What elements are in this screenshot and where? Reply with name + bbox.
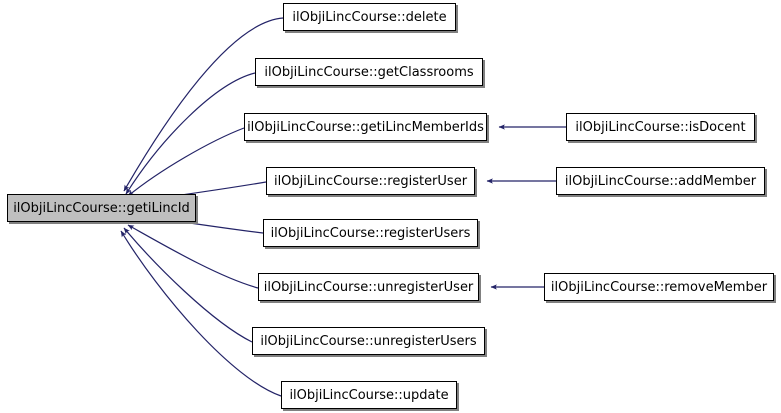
graph-node-addMember[interactable]: ilObjiLincCourse::addMember <box>556 167 765 195</box>
graph-node-registerUser[interactable]: ilObjiLincCourse::registerUser <box>266 167 475 195</box>
edge-getiLincMemberIds-to-root <box>127 127 245 197</box>
edge-update-to-root <box>120 230 282 397</box>
graph-node-label: ilObjiLincCourse::delete <box>292 9 447 25</box>
graph-node-label: ilObjiLincCourse::update <box>289 387 449 403</box>
graph-node-unregisterUsers[interactable]: ilObjiLincCourse::unregisterUsers <box>252 327 485 355</box>
graph-node-removeMember[interactable]: ilObjiLincCourse::removeMember <box>544 273 774 301</box>
graph-node-getiLincMemberIds[interactable]: ilObjiLincCourse::getiLincMemberIds <box>244 113 487 141</box>
graph-node-delete[interactable]: ilObjiLincCourse::delete <box>283 3 456 31</box>
graph-node-getClassrooms[interactable]: ilObjiLincCourse::getClassrooms <box>255 58 483 86</box>
graph-node-label: ilObjiLincCourse::isDocent <box>575 119 746 135</box>
graph-node-label: ilObjiLincCourse::getiLincMemberIds <box>247 119 484 135</box>
graph-node-root[interactable]: ilObjiLincCourse::getiLincId <box>7 194 196 222</box>
graph-node-label: ilObjiLincCourse::addMember <box>564 173 757 189</box>
edge-unregisterUsers-to-root <box>123 227 253 343</box>
graph-node-update[interactable]: ilObjiLincCourse::update <box>281 381 457 409</box>
graph-node-label: ilObjiLincCourse::removeMember <box>550 279 768 295</box>
edge-unregisterUser-to-root <box>127 224 259 289</box>
graph-node-label: ilObjiLincCourse::getiLincId <box>13 200 190 216</box>
edge-getClassrooms-to-root <box>125 72 256 195</box>
graph-node-isDocent[interactable]: ilObjiLincCourse::isDocent <box>566 113 755 141</box>
graph-node-label: ilObjiLincCourse::unregisterUser <box>263 279 474 295</box>
graph-node-label: ilObjiLincCourse::getClassrooms <box>264 64 474 80</box>
edge-delete-to-root <box>123 17 284 192</box>
graph-node-label: ilObjiLincCourse::registerUser <box>273 173 468 189</box>
graph-node-label: ilObjiLincCourse::unregisterUsers <box>260 333 477 349</box>
graph-node-label: ilObjiLincCourse::registerUsers <box>270 225 471 241</box>
graph-node-unregisterUser[interactable]: ilObjiLincCourse::unregisterUser <box>258 273 479 301</box>
graph-node-registerUsers[interactable]: ilObjiLincCourse::registerUsers <box>263 219 478 247</box>
